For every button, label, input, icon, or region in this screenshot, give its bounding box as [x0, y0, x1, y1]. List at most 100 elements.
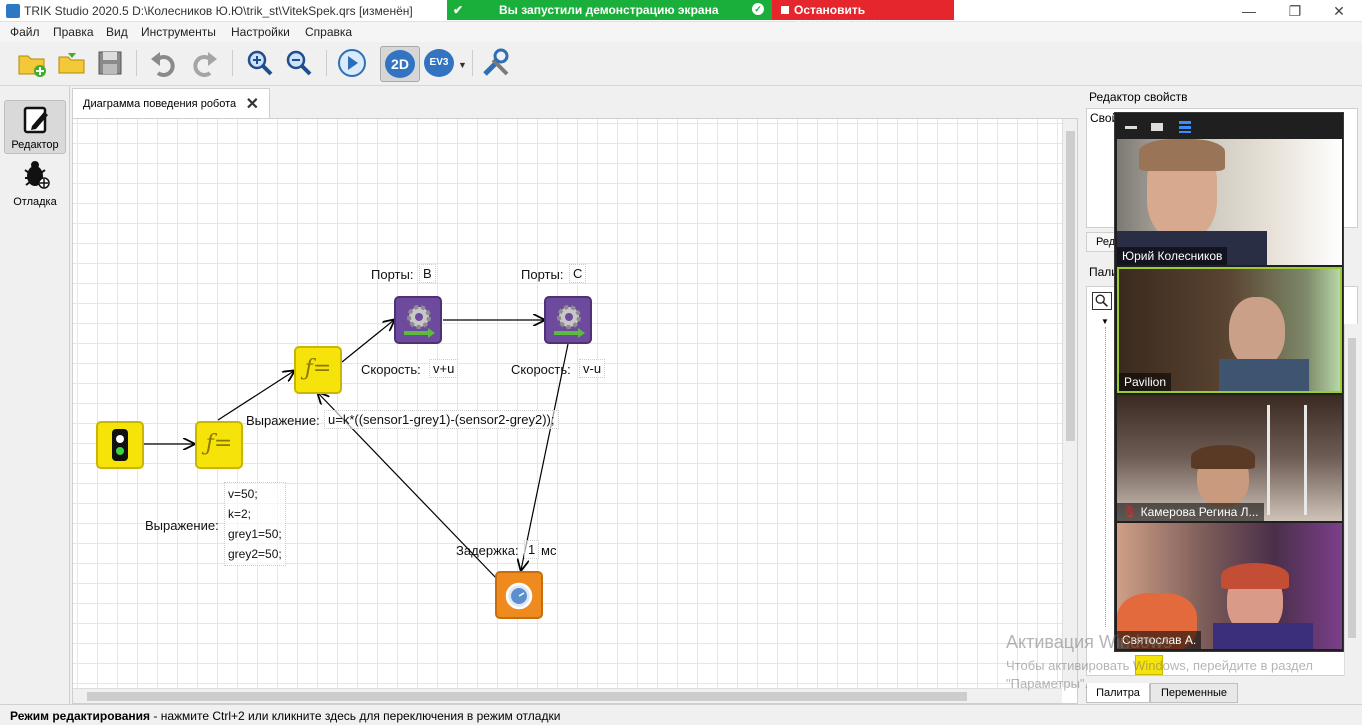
robot-model-ev3-button[interactable]: EV3: [424, 49, 454, 77]
gear-arrow-icon: [404, 305, 435, 338]
scrollbar-thumb[interactable]: [1066, 131, 1075, 441]
new-project-icon[interactable]: [16, 47, 48, 79]
menu-help[interactable]: Справка: [305, 25, 353, 39]
close-tab-icon[interactable]: ✕: [245, 96, 259, 113]
screenshare-notice: ✔ Вы запустили демонстрацию экрана ✓: [447, 0, 772, 20]
participant-video-tile[interactable]: Юрий Колесников: [1117, 139, 1342, 265]
trik-app-icon: [6, 4, 20, 18]
windows-activation-watermark: Активация Windows Чтобы активировать Win…: [1006, 632, 1326, 693]
chevron-down-icon[interactable]: ▼: [458, 60, 467, 70]
traffic-light-icon: [112, 429, 128, 461]
editor-mode-button[interactable]: Редактор: [4, 100, 66, 154]
tab-variables[interactable]: Переменные: [1150, 683, 1238, 703]
scrollbar-thumb[interactable]: [87, 692, 967, 701]
menu-file[interactable]: Файл: [10, 25, 40, 39]
close-window-button[interactable]: ✕: [1333, 3, 1345, 19]
tab-label: Диаграмма поведения робота: [83, 98, 237, 110]
single-video-icon[interactable]: [1151, 123, 1163, 131]
property-editor-tab-label: Ред: [1096, 236, 1116, 248]
tools-icon[interactable]: [480, 47, 512, 79]
gallery-view-icon[interactable]: [1179, 121, 1191, 133]
participant-name: Pavilion: [1119, 373, 1172, 391]
participant-video-tile-active[interactable]: Pavilion: [1117, 267, 1342, 393]
redo-icon[interactable]: [188, 47, 220, 79]
undo-icon[interactable]: [148, 47, 180, 79]
expr2-property-value[interactable]: u=k*((sensor1-grey1)-(sensor2-grey2));: [324, 410, 559, 429]
mode-2d-label: 2D: [385, 50, 415, 78]
properties-column-header: Свой: [1090, 111, 1119, 125]
timer-delay-label: Задержка:: [456, 543, 519, 558]
zoom-out-icon[interactable]: [283, 47, 315, 79]
status-bar[interactable]: Режим редактирования - нажмите Ctrl+2 ил…: [0, 704, 1362, 725]
run-icon[interactable]: [336, 47, 368, 79]
menu-settings[interactable]: Настройки: [231, 25, 290, 39]
canvas-vertical-scrollbar[interactable]: [1062, 119, 1077, 687]
bug-icon: [24, 161, 50, 189]
video-gallery-panel: Юрий Колесников Pavilion 🎙 Камерова Реги…: [1114, 112, 1344, 652]
debug-mode-label: Отладка: [13, 196, 57, 208]
save-icon[interactable]: [94, 47, 126, 79]
motor2-speed-value[interactable]: v-u: [579, 359, 606, 378]
minimize-video-icon[interactable]: [1125, 126, 1137, 129]
canvas-horizontal-scrollbar[interactable]: [73, 688, 1062, 703]
expr1-line: grey1=50;: [228, 527, 282, 541]
motor-forward-block-b[interactable]: [394, 296, 442, 344]
muted-microphone-icon: 🎙: [1122, 505, 1141, 519]
motor-forward-block-c[interactable]: [544, 296, 592, 344]
motor2-speed-label: Скорость:: [511, 362, 571, 377]
diagram-canvas[interactable]: [72, 118, 1078, 704]
gallery-controls: [1115, 113, 1343, 137]
zoom-in-icon[interactable]: [244, 47, 276, 79]
motor2-ports-value[interactable]: C: [569, 264, 587, 283]
menu-edit[interactable]: Правка: [53, 25, 94, 39]
status-text[interactable]: Режим редактирования - нажмите Ctrl+2 ил…: [10, 709, 560, 723]
tab-robot-behaviour-diagram[interactable]: Диаграмма поведения робота ✕: [72, 88, 270, 118]
mode-panel: Редактор Отладка: [0, 86, 70, 704]
menu-view[interactable]: Вид: [106, 25, 128, 39]
motor1-speed-label: Скорость:: [361, 362, 421, 377]
timer-block[interactable]: [495, 571, 543, 619]
expression-block-1[interactable]: ƒ=: [195, 421, 243, 469]
participant-video-tile[interactable]: 🎙 Камерова Регина Л...: [1117, 395, 1342, 521]
share-icon: ✔: [453, 3, 464, 17]
expr1-property-value[interactable]: v=50; k=2; grey1=50; grey2=50;: [224, 482, 286, 566]
function-icon: ƒ=: [205, 431, 233, 456]
palette-scrollbar[interactable]: [1344, 324, 1358, 676]
expr1-line: v=50;: [228, 487, 258, 501]
menu-bar: Файл Правка Вид Инструменты Настройки Сп…: [0, 22, 1362, 42]
title-bar: TRIK Studio 2020.5 D:\Колесников Ю.Ю\tri…: [0, 0, 1362, 31]
diagram-tab-bar: Диаграмма поведения робота ✕: [72, 88, 1078, 118]
restore-button[interactable]: ❐: [1288, 3, 1302, 19]
expr2-property-label: Выражение:: [246, 413, 320, 428]
mode-2d-button[interactable]: 2D: [380, 46, 420, 82]
toolbar: 2D EV3 ▼: [0, 42, 1362, 86]
search-icon[interactable]: [1092, 292, 1112, 310]
initial-node-block[interactable]: [96, 421, 144, 469]
motor1-ports-value[interactable]: B: [419, 264, 436, 283]
palette-block-icon[interactable]: [1135, 655, 1163, 675]
timer-delay-unit: мс: [541, 543, 557, 558]
stop-sharing-button[interactable]: Остановить демонстрацию: [772, 0, 954, 31]
palette-title: Пали: [1089, 265, 1119, 279]
tab-palette[interactable]: Палитра: [1086, 683, 1150, 703]
open-project-icon[interactable]: [56, 47, 88, 79]
timer-delay-value[interactable]: 1: [524, 540, 540, 559]
pencil-document-icon: [23, 106, 48, 134]
watermark-text: Чтобы активировать Windows, перейдите в …: [1006, 658, 1313, 691]
expression-block-2[interactable]: ƒ=: [294, 346, 342, 394]
menu-tools[interactable]: Инструменты: [141, 25, 216, 39]
expr1-line: grey2=50;: [228, 547, 282, 561]
participant-name: Святослав А.: [1117, 631, 1202, 649]
expr1-property-label: Выражение:: [145, 518, 219, 533]
editor-mode-label: Редактор: [11, 139, 59, 151]
minimize-button[interactable]: —: [1242, 3, 1256, 19]
gear-arrow-icon: [554, 305, 585, 338]
motor1-ports-label: Порты:: [371, 267, 414, 282]
motor1-speed-value[interactable]: v+u: [429, 359, 459, 378]
debug-mode-button[interactable]: Отладка: [4, 156, 66, 210]
function-icon: ƒ=: [304, 356, 332, 381]
palette-tab-label: Палитра: [1096, 687, 1140, 699]
participant-video-tile[interactable]: Святослав А.: [1117, 523, 1342, 649]
collapse-arrow-icon[interactable]: ▼: [1101, 317, 1109, 326]
window-title: TRIK Studio 2020.5 D:\Колесников Ю.Ю\tri…: [24, 4, 413, 18]
